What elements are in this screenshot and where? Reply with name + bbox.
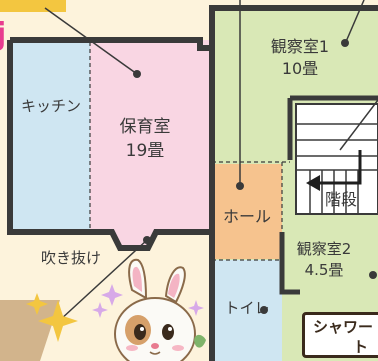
sparkle-icon — [92, 302, 108, 318]
leader-dot-icon — [341, 39, 349, 47]
nursery-leader-line — [44, 7, 138, 75]
sparkle-icon — [26, 293, 48, 315]
leader-dot-icon — [143, 236, 151, 244]
left-wall-outline — [7, 40, 212, 251]
leader-dot-icon — [133, 70, 141, 78]
leaf-icon — [194, 334, 206, 348]
stairs-graphic — [295, 99, 378, 215]
observation1-name: 観察室1 — [270, 37, 330, 56]
nursery-label: 保育室 19畳 — [100, 117, 190, 161]
sparkle-icon — [101, 284, 123, 306]
kitchen-label: キッチン — [20, 97, 81, 115]
leader-dot-icon — [236, 182, 244, 190]
observation1-leader-line — [344, 0, 365, 45]
rabbit-mascot-icon — [114, 258, 196, 361]
pink-accent-glyph: j — [0, 17, 6, 52]
observation1-label: 観察室1 10畳 — [254, 37, 346, 79]
left-wall-top — [10, 37, 212, 51]
observation2-wall — [279, 232, 300, 295]
observation1-size: 10畳 — [281, 59, 319, 79]
atrium-leader-line — [59, 239, 148, 321]
sparkle-icon — [38, 300, 78, 342]
right-wall-top — [209, 5, 378, 232]
shower-badge-line1: シャワー — [313, 318, 374, 336]
top-left-tab — [0, 0, 66, 12]
leader-dot-icon — [260, 306, 268, 314]
kitchen-fill — [12, 42, 90, 230]
hall-fill — [212, 164, 282, 259]
atrium-label: 吹き抜け — [40, 249, 101, 267]
leader-dot-icon — [369, 271, 377, 279]
nursery-size: 19畳 — [125, 140, 165, 161]
observation2-name: 観察室2 — [296, 240, 352, 258]
nursery-name: 保育室 — [119, 117, 171, 137]
sparkle-icon — [188, 300, 204, 316]
toilet-fill — [212, 260, 282, 361]
observation2-label: 観察室2 4.5畳 — [284, 240, 364, 280]
photo-corner — [0, 300, 60, 361]
stairs-arrow-icon — [306, 150, 362, 191]
shower-toilet-badge: シャワー ト — [302, 312, 378, 358]
shower-badge-line2: ト — [353, 338, 369, 356]
observation2-size: 4.5畳 — [304, 261, 344, 280]
toilet-label: トイレ — [224, 299, 270, 317]
hall-label: ホール — [222, 207, 271, 226]
stairs-label: 階段 — [324, 190, 357, 209]
